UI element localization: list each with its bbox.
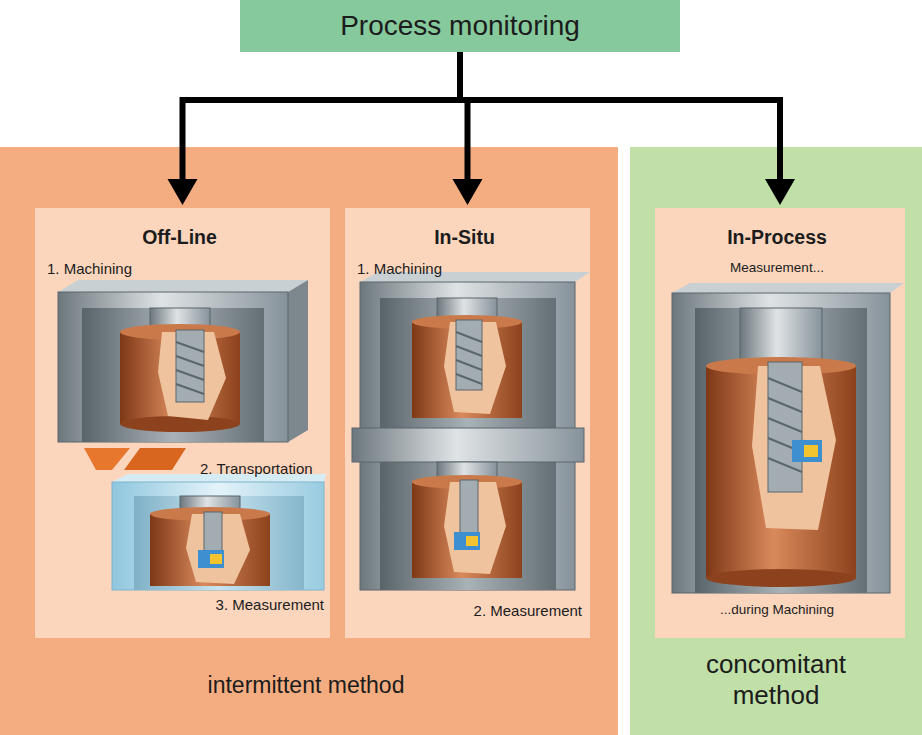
arrow-head <box>453 179 483 205</box>
node-text: Process monitoring <box>340 10 580 42</box>
panel-title: In-Situ <box>342 226 587 248</box>
node-text: Measurement... <box>652 260 902 276</box>
process-box: Process monitoring <box>240 0 680 52</box>
flow-arrow <box>453 52 483 205</box>
flow-arrow <box>460 52 795 205</box>
node-text: intermittent method <box>0 672 615 698</box>
connector-line <box>460 52 468 181</box>
node-text: 1. Machining <box>357 260 442 277</box>
node-text: concomitant method <box>671 649 881 711</box>
method-panel: In-ProcessMeasurement... ...during Machin… <box>655 208 905 638</box>
arrow-head <box>168 179 198 205</box>
text-slot: 1. Machining <box>47 260 132 277</box>
transport-wedges <box>84 448 186 470</box>
flow-arrow <box>168 52 461 205</box>
measuring-machine <box>112 474 326 590</box>
text-slot: 1. Machining <box>357 260 442 277</box>
text-slot: concomitant method <box>671 649 881 711</box>
method-panel: Off-Line 1. Machining 2. Transportation 3. … <box>35 208 330 638</box>
text-slot: ...during Machining <box>652 602 902 618</box>
method-panel: In-Situ 1. Machining 2. Measurement <box>345 208 590 638</box>
text-slot: 2. Transportation <box>200 460 313 477</box>
text-slot: 2. Measurement <box>474 602 582 619</box>
text-slot: Off-Line <box>32 226 327 248</box>
in-situ-machine <box>352 272 590 590</box>
node-text: 3. Measurement <box>216 596 324 613</box>
panel-title: In-Process <box>652 226 902 248</box>
node-text: ...during Machining <box>652 602 902 618</box>
text-slot: Measurement... <box>652 260 902 276</box>
in-process-machine <box>672 283 904 593</box>
method-region: intermittent method Off-Line 1. Machining 2… <box>0 147 618 735</box>
text-slot: In-Situ <box>342 226 587 248</box>
machining-machine <box>58 280 308 442</box>
connector-line <box>183 52 461 181</box>
method-region: concomitant method In-ProcessMeasurement.… <box>630 147 922 735</box>
node-text: 2. Transportation <box>200 460 313 477</box>
text-slot: intermittent method <box>0 672 615 698</box>
text-slot: Process monitoring <box>240 0 680 52</box>
node-text: 1. Machining <box>47 260 132 277</box>
text-slot: 3. Measurement <box>216 596 324 613</box>
panel-title: Off-Line <box>32 226 327 248</box>
text-slot: In-Process <box>652 226 902 248</box>
arrow-head <box>765 179 795 205</box>
connector-line <box>460 52 780 181</box>
node-text: 2. Measurement <box>474 602 582 619</box>
